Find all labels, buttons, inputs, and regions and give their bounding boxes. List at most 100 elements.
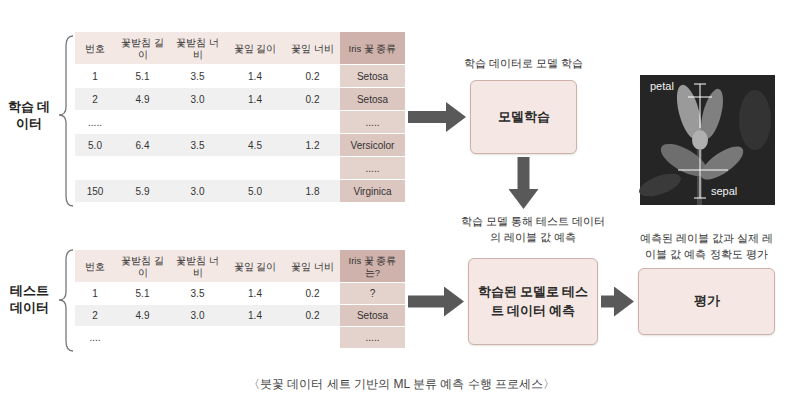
curly-bracket <box>59 36 73 206</box>
table-cell: 1 <box>75 283 115 305</box>
group-label: 테스트 데이터 <box>4 283 54 317</box>
table-cell: Setosa <box>340 88 405 111</box>
measure-tick <box>694 198 706 199</box>
table-cell-ground <box>115 111 170 134</box>
table-header: 꽃받침 길이 <box>115 250 170 283</box>
table-header: 꽃잎 너비 <box>285 250 340 283</box>
process-box: 모델학습 <box>470 80 577 154</box>
table-cell: 0.2 <box>285 88 340 111</box>
table-header: Iris 꽃 종류 <box>340 32 405 65</box>
flow-arrow <box>408 296 445 308</box>
table-cell-ground <box>170 111 225 134</box>
table-cell: 0.2 <box>285 283 340 305</box>
table-header: 꽃받침 너비 <box>170 32 225 65</box>
table-header: Iris 꽃 종류는? <box>340 250 405 283</box>
table-cell: Versicolor <box>340 134 405 157</box>
measure-line <box>688 97 712 98</box>
process-label: 학습된 모델로 테스트 데이터 예측 <box>477 283 589 319</box>
table-cell: 5.0 <box>225 180 285 203</box>
table-cell: 1.2 <box>285 134 340 157</box>
table-cell-ground <box>170 157 225 180</box>
process-step: 학습 모델 통해 테스트 데이터의 레이블 값 예측학습된 모델로 테스트 데이… <box>468 213 598 345</box>
table-header: 번호 <box>75 250 115 283</box>
table-cell: 2 <box>75 305 115 327</box>
data-table: 번호꽃받침 길이꽃받침 너비꽃잎 길이꽃잎 너비Iris 꽃 종류는? 15.13… <box>75 250 405 349</box>
table-cell: 0.2 <box>285 305 340 327</box>
process-label: 모델학습 <box>498 108 550 126</box>
data-table: 번호꽃받침 길이꽃받침 너비꽃잎 길이꽃잎 너비Iris 꽃 종류15.13.5… <box>75 32 405 203</box>
table-cell-ground <box>225 157 285 180</box>
table-grid: 번호꽃받침 길이꽃받침 너비꽃잎 길이꽃잎 너비Iris 꽃 종류는? 15.13… <box>75 250 405 349</box>
table-cell: 0.2 <box>285 65 340 88</box>
iris-photo <box>636 75 775 205</box>
leaf <box>636 169 684 201</box>
table-cell: 5.9 <box>115 180 170 203</box>
leaf <box>739 90 771 150</box>
table-cell: .... <box>75 327 115 349</box>
table-cell: 5.0 <box>75 134 115 157</box>
process-box: 학습된 모델로 테스트 데이터 예측 <box>468 258 598 345</box>
flow-arrow <box>408 111 447 123</box>
table-cell: 6.4 <box>115 134 170 157</box>
table-cell: 3.0 <box>170 305 225 327</box>
table-cell: 3.0 <box>170 88 225 111</box>
step-heading: 예측된 레이블 값과 실제 레이블 값 예측 정확도 평가 <box>637 230 777 262</box>
table-header: 꽃잎 길이 <box>225 32 285 65</box>
table-header: 꽃받침 길이 <box>115 32 170 65</box>
table-cell: 1.8 <box>285 180 340 203</box>
table-cell-ground <box>170 327 225 349</box>
table-cell: 5.1 <box>115 283 170 305</box>
step-heading: 학습 데이터로 모델 학습 <box>454 55 594 71</box>
table-cell: ..... <box>340 327 405 349</box>
table-cell: 1.4 <box>225 65 285 88</box>
measure-tick <box>694 84 706 85</box>
part-label: petal <box>650 79 684 93</box>
table-header: 번호 <box>75 32 115 65</box>
table-cell: 4.9 <box>115 88 170 111</box>
group-label: 학습 데이터 <box>4 99 54 133</box>
measure-line <box>700 150 701 198</box>
table-cell-ground <box>285 157 340 180</box>
table-cell: Setosa <box>340 65 405 88</box>
table-cell: 4.9 <box>115 305 170 327</box>
process-box: 평가 <box>638 268 775 335</box>
table-cell: 1.4 <box>225 88 285 111</box>
figure-caption: 〈붓꽃 데이터 세트 기반의 ML 분류 예측 수행 프로세스〉 <box>0 376 803 393</box>
table-cell: ..... <box>340 111 405 134</box>
table-cell-ground <box>75 157 115 180</box>
table-cell-ground <box>115 327 170 349</box>
table-cell: 2 <box>75 88 115 111</box>
flow-arrow <box>601 296 615 308</box>
process-step: 예측된 레이블 값과 실제 레이블 값 예측 정확도 평가평가 <box>638 230 775 335</box>
process-label: 평가 <box>694 292 720 310</box>
step-heading: 학습 모델 통해 테스트 데이터의 레이블 값 예측 <box>458 213 608 245</box>
table-cell-ground <box>285 327 340 349</box>
table-cell: ..... <box>75 111 115 134</box>
table-cell-ground <box>225 327 285 349</box>
flower-center <box>692 130 708 150</box>
table-cell: 5.1 <box>115 65 170 88</box>
table-grid: 번호꽃받침 길이꽃받침 너비꽃잎 길이꽃잎 너비Iris 꽃 종류15.13.5… <box>75 32 405 203</box>
table-cell: 1.4 <box>225 305 285 327</box>
measure-line <box>678 170 728 171</box>
table-cell-ground <box>285 111 340 134</box>
table-cell: 3.0 <box>170 180 225 203</box>
table-cell: 3.5 <box>170 134 225 157</box>
table-cell: 4.5 <box>225 134 285 157</box>
process-step: 학습 데이터로 모델 학습모델학습 <box>470 55 577 154</box>
curly-bracket <box>59 250 73 351</box>
part-label: sepal <box>711 184 751 198</box>
table-cell: Setosa <box>340 305 405 327</box>
table-cell: ..... <box>340 157 405 180</box>
table-header: 꽃잎 너비 <box>285 32 340 65</box>
table-header: 꽃받침 너비 <box>170 250 225 283</box>
table-cell: 3.5 <box>170 65 225 88</box>
table-cell: Virginica <box>340 180 405 203</box>
table-cell: ? <box>340 283 405 305</box>
table-cell: 150 <box>75 180 115 203</box>
table-cell: 1.4 <box>225 283 285 305</box>
table-header: 꽃잎 길이 <box>225 250 285 283</box>
table-cell-ground <box>225 111 285 134</box>
